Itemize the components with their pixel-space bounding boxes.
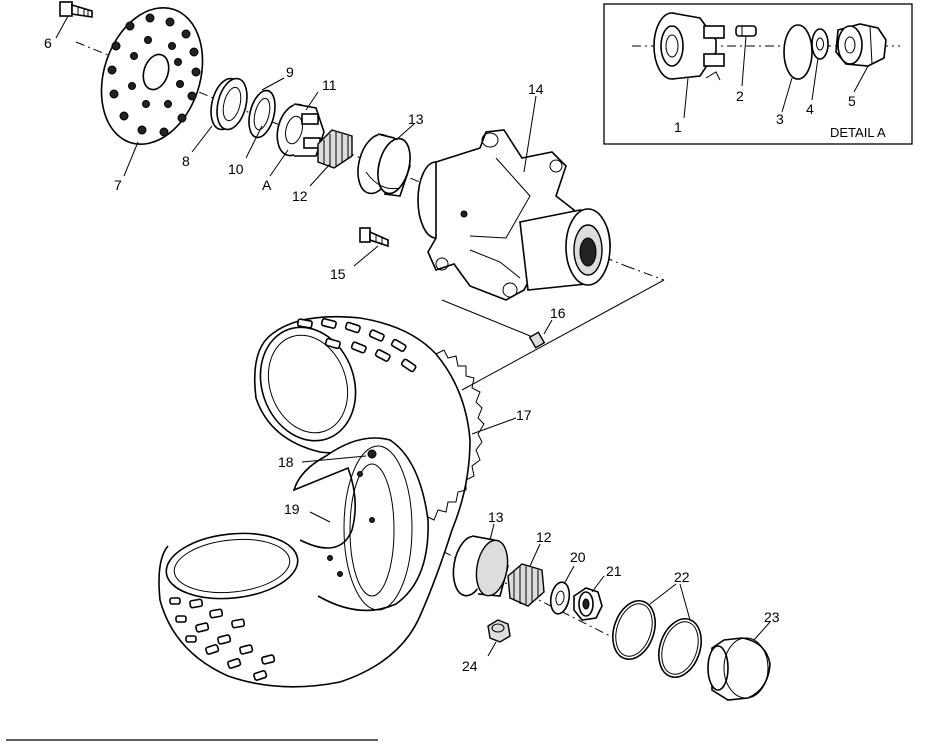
leader-1 — [683, 77, 689, 119]
leader-19 — [309, 511, 331, 523]
part-21-nut — [573, 587, 603, 621]
part-15-bolt — [359, 227, 389, 248]
detail-a-title: DETAIL A — [830, 125, 886, 140]
leader-13-upper — [395, 123, 415, 141]
detail-part-5-nut — [835, 23, 887, 67]
callout-17: 17 — [516, 407, 532, 423]
leader-10 — [245, 125, 263, 159]
leader-16 — [543, 319, 553, 335]
part-7-brake-disc — [100, 6, 204, 146]
callout-16: 16 — [550, 305, 566, 321]
part-23-hub-cap — [707, 637, 771, 701]
leader-21 — [591, 575, 605, 593]
part-6-bolt — [59, 1, 93, 18]
callout-5: 5 — [848, 93, 856, 109]
leader-2 — [741, 35, 747, 87]
leader-17 — [471, 417, 517, 435]
callout-3: 3 — [776, 111, 784, 127]
callout-24: 24 — [462, 658, 478, 674]
callout-7: 7 — [114, 177, 122, 193]
callout-21: 21 — [606, 563, 622, 579]
callout-19: 19 — [284, 501, 300, 517]
callout-13-upper: 13 — [408, 111, 424, 127]
callout-12-upper: 12 — [292, 188, 308, 204]
detail-a-panel: 1 2 3 4 5 DETAIL A — [603, 3, 913, 145]
callout-12-lower: 12 — [536, 529, 552, 545]
part-12-bearing-cone-lower — [507, 563, 545, 607]
detail-part-4-washer — [811, 28, 829, 60]
detail-part-2-pin — [735, 25, 757, 37]
leader-6 — [55, 15, 69, 39]
detail-a-frame — [603, 3, 913, 145]
leader-4 — [811, 57, 819, 101]
callout-11: 11 — [322, 77, 337, 93]
detail-part-3-washer — [783, 24, 813, 80]
callout-15: 15 — [330, 266, 346, 282]
callout-a: A — [262, 177, 272, 193]
leader-23 — [753, 621, 771, 641]
leader-24 — [487, 641, 497, 657]
leader-22a — [649, 583, 677, 605]
callout-10: 10 — [228, 161, 244, 177]
part-19-wheel-rim — [292, 437, 429, 612]
part-20-washer — [549, 581, 571, 615]
part-13-bearing-cup-lower — [452, 535, 509, 597]
callout-6: 6 — [44, 35, 52, 51]
leader-15 — [353, 245, 379, 267]
leader-18 — [301, 455, 367, 463]
leader-13-lower — [489, 523, 495, 541]
leader-5 — [853, 65, 869, 93]
leader-12-lower — [529, 543, 541, 567]
callout-4: 4 — [806, 101, 814, 117]
leader-8 — [191, 125, 213, 153]
part-16-screw — [528, 331, 546, 349]
callout-9: 9 — [286, 64, 294, 80]
leader-11 — [305, 91, 319, 111]
part-9-snap-ring — [248, 89, 276, 139]
leader-9 — [261, 77, 285, 91]
part-22-o-rings — [612, 600, 702, 678]
part-13-bearing-cup-upper — [357, 133, 411, 197]
callout-23: 23 — [764, 609, 780, 625]
callout-1: 1 — [674, 119, 682, 135]
part-8-seal — [210, 77, 248, 131]
detail-part-1-clutch-hub — [653, 12, 725, 81]
part-18-valve-stem — [367, 449, 377, 459]
bracket-line-left — [441, 299, 541, 341]
callout-8: 8 — [182, 153, 190, 169]
leader-7 — [123, 141, 139, 177]
part-11-clutch-assembly — [276, 103, 325, 157]
part-12-bearing-cone-upper — [317, 129, 353, 169]
leader-20 — [563, 565, 575, 585]
callout-13-lower: 13 — [488, 509, 504, 525]
callout-20: 20 — [570, 549, 586, 565]
callout-2: 2 — [736, 88, 744, 104]
part-14-hub — [417, 129, 611, 301]
leader-14 — [523, 95, 537, 173]
leader-12-upper — [309, 163, 331, 187]
leader-22b — [679, 583, 691, 621]
leader-a — [269, 149, 289, 177]
part-24-lug-nut — [487, 619, 511, 643]
callout-18: 18 — [278, 454, 294, 470]
leader-3 — [781, 77, 793, 113]
bracket-line-right — [461, 279, 665, 391]
callout-14: 14 — [528, 81, 544, 97]
callout-22: 22 — [674, 569, 690, 585]
